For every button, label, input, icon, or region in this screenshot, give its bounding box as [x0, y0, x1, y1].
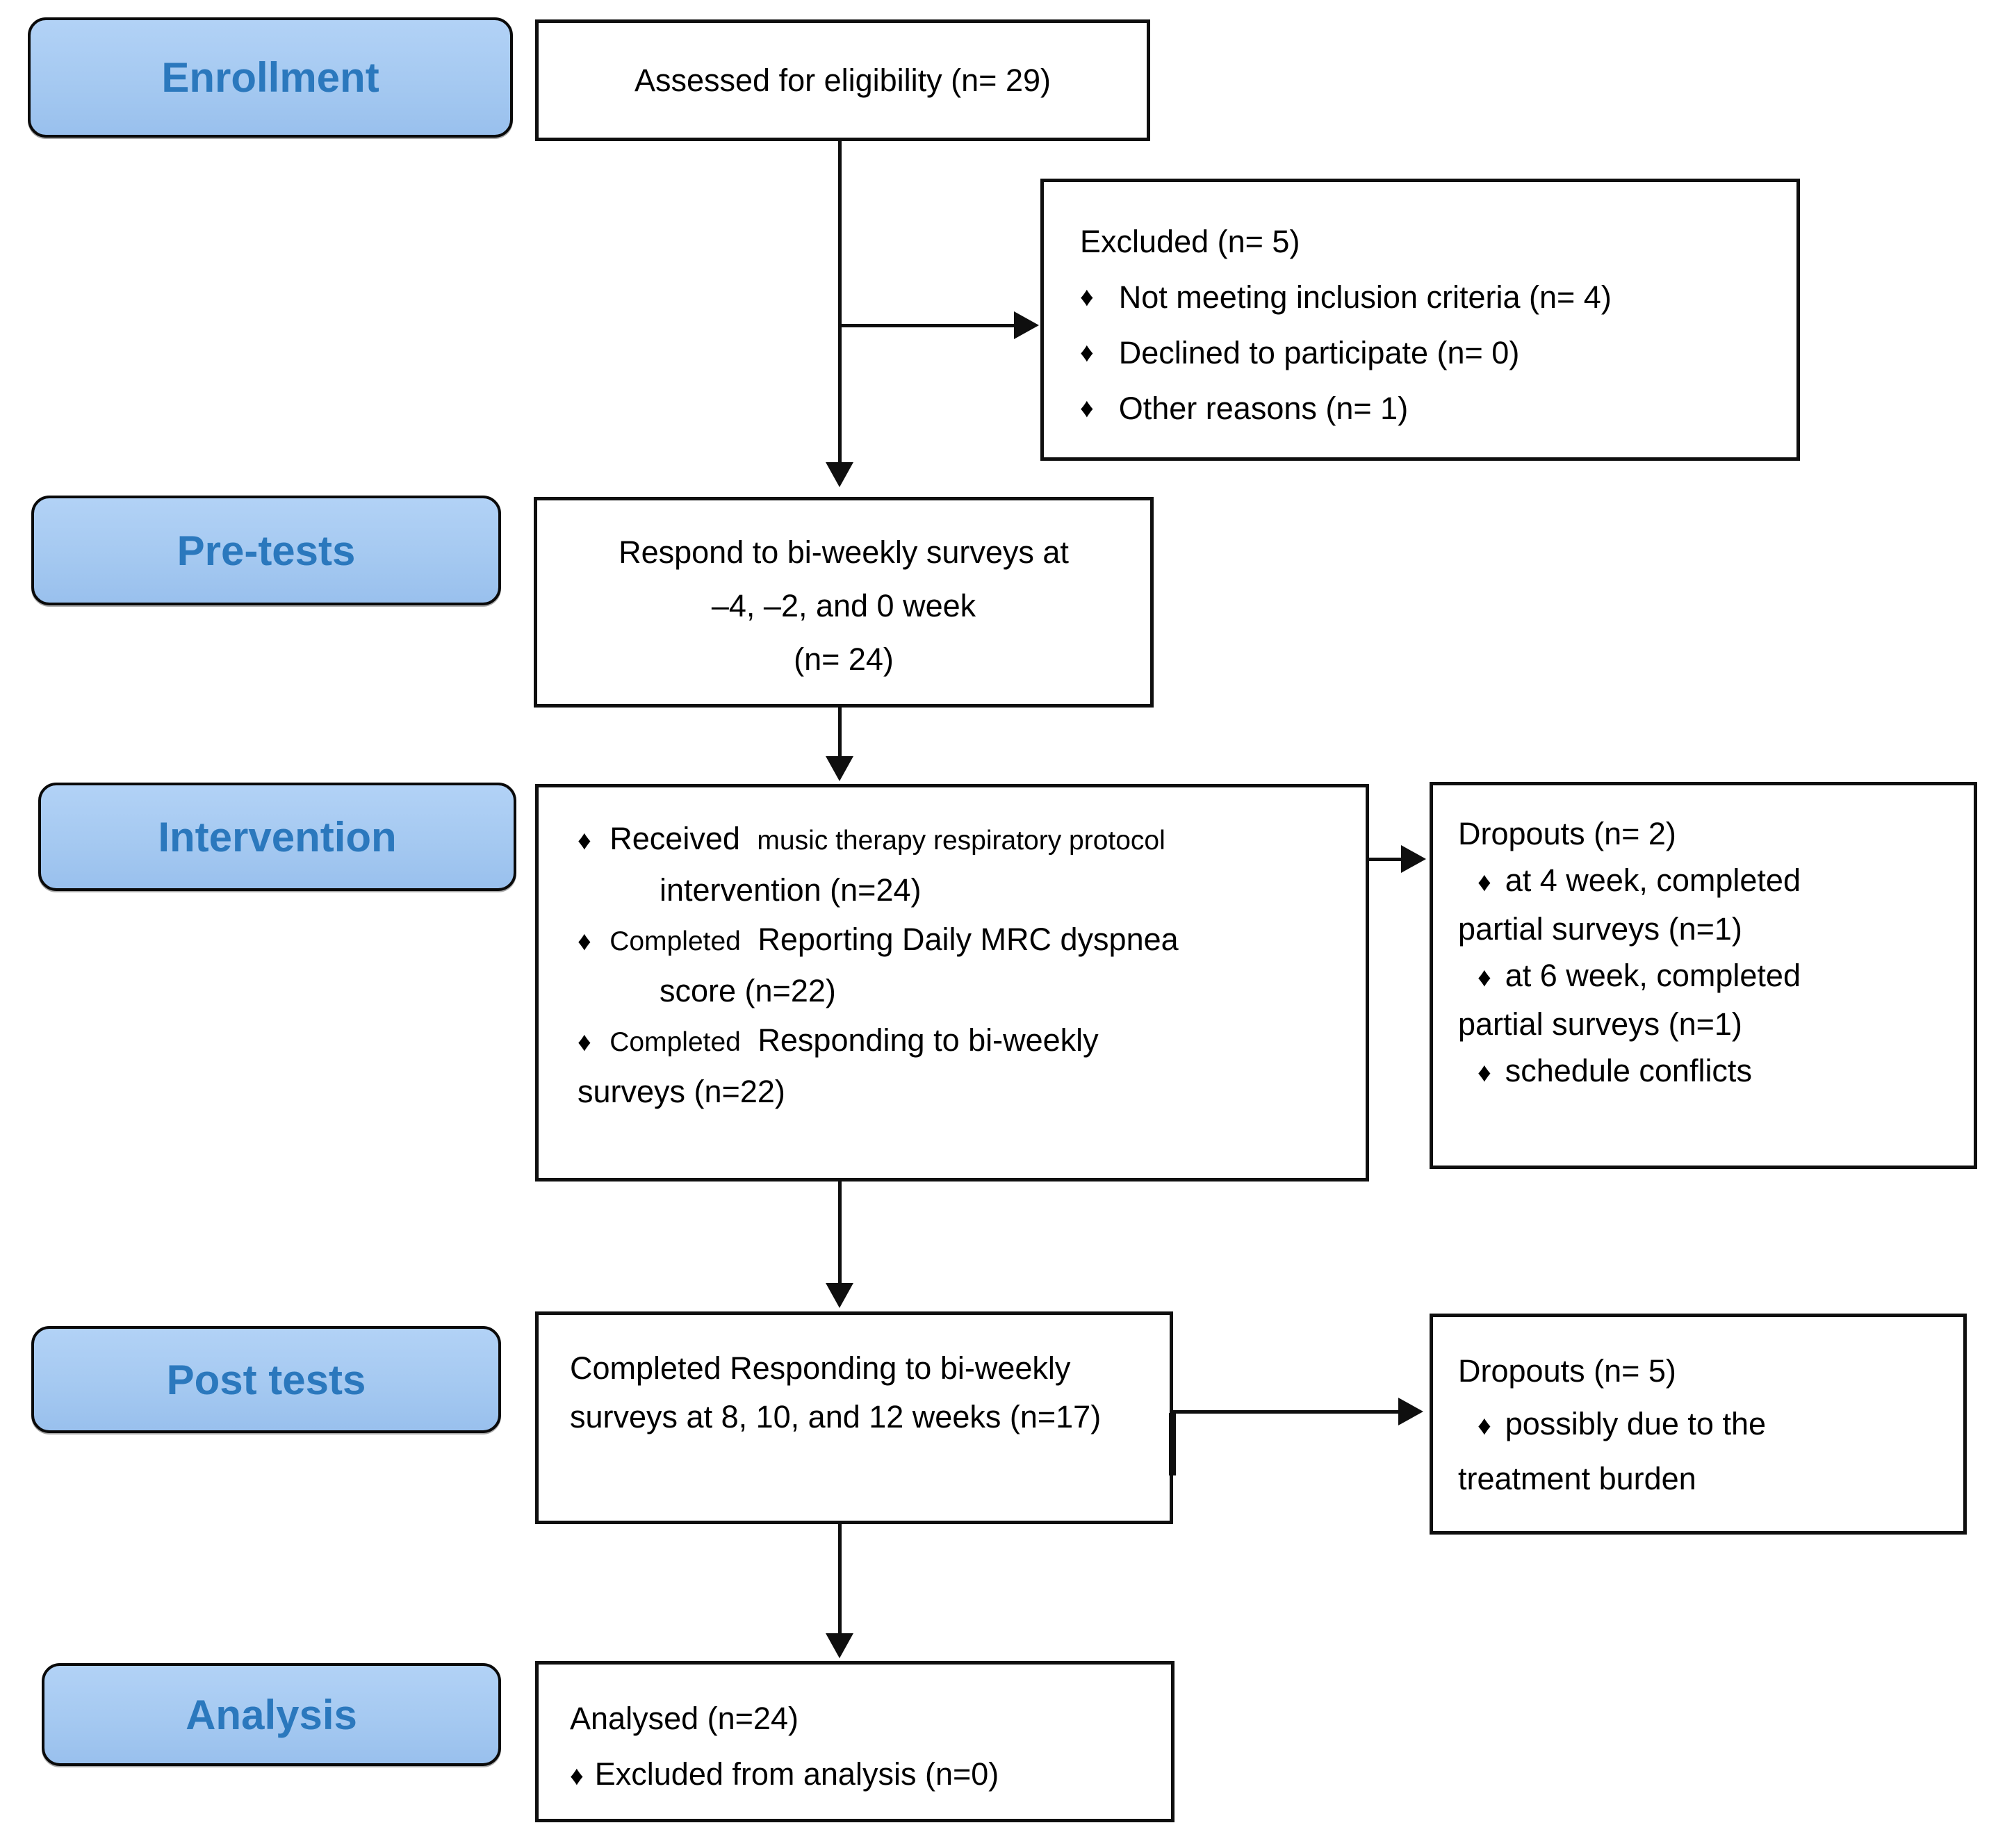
- diamond-bullet-icon: ♦: [578, 826, 591, 856]
- connector-tick: [1169, 1413, 1176, 1475]
- diamond-bullet-icon: ♦: [1478, 963, 1491, 992]
- analysis-bullet: ♦ Excluded from analysis (n=0): [570, 1747, 1157, 1804]
- posttests-box: Completed Responding to bi-weekly survey…: [535, 1311, 1173, 1524]
- arrow-intervention-to-posttests-head-icon: [826, 1283, 853, 1308]
- excluded-bullet-row: ♦ Declined to participate (n= 0): [1080, 325, 1777, 381]
- intervention-b3-line2: surveys (n=22): [578, 1074, 785, 1109]
- intervention-b2-seg2: Reporting Daily MRC dyspnea: [758, 922, 1179, 957]
- dropouts-posttests-title: Dropouts (n= 5): [1458, 1353, 1676, 1389]
- stage-label-enrollment: Enrollment: [28, 17, 513, 138]
- diamond-bullet-icon: ♦: [1080, 282, 1094, 312]
- arrow-branch-to-excluded-line: [840, 324, 1015, 327]
- excluded-box: Excluded (n= 5) ♦ Not meeting inclusion …: [1040, 179, 1800, 461]
- dropouts-intervention-bullet-text: at 4 week, completed partial surveys (n=…: [1458, 862, 1801, 947]
- excluded-bullet-row: ♦ Other reasons (n= 1): [1080, 381, 1777, 436]
- diamond-bullet-icon: ♦: [570, 1761, 584, 1791]
- stage-label-pretests-text: Pre-tests: [177, 527, 356, 574]
- stage-label-intervention-text: Intervention: [158, 813, 397, 860]
- intervention-b3-seg1: Completed: [609, 1027, 741, 1057]
- arrow-branch-to-excluded-head-icon: [1014, 311, 1039, 339]
- intervention-b1-line2: intervention (n=24): [660, 872, 922, 908]
- analysis-line1: Analysed (n=24): [570, 1701, 799, 1736]
- arrow-intervention-to-posttests-line: [838, 1181, 842, 1283]
- diamond-bullet-icon: ♦: [1080, 393, 1094, 423]
- dropouts-intervention-bullet-text: at 6 week, completed partial surveys (n=…: [1458, 958, 1801, 1042]
- dropouts-posttests-bullet-text: possibly due to the treatment burden: [1458, 1406, 1766, 1496]
- arrow-pretests-to-intervention-line: [838, 708, 842, 756]
- intervention-b1-seg1: Received: [609, 821, 740, 856]
- intervention-b2-line2: score (n=22): [660, 973, 836, 1008]
- stage-label-enrollment-text: Enrollment: [161, 54, 379, 101]
- stage-label-analysis: Analysis: [42, 1663, 501, 1766]
- dropouts-intervention-bullet: ♦at 4 week, completed partial surveys (n…: [1458, 857, 1869, 952]
- excluded-bullet-text: Declined to participate (n= 0): [1118, 335, 1520, 370]
- posttests-text: Completed Responding to bi-weekly survey…: [570, 1350, 1102, 1434]
- diamond-bullet-icon: ♦: [1478, 1411, 1491, 1441]
- stage-label-posttests: Post tests: [31, 1326, 501, 1433]
- excluded-bullet-text: Not meeting inclusion criteria (n= 4): [1118, 279, 1612, 315]
- arrow-assessed-to-pretests-head-icon: [826, 462, 853, 487]
- intervention-b2-seg1: Completed: [609, 926, 741, 956]
- stage-label-intervention: Intervention: [38, 783, 516, 891]
- intervention-b3-seg2: Responding to bi-weekly: [758, 1022, 1099, 1058]
- excluded-title: Excluded (n= 5): [1080, 224, 1300, 259]
- intervention-box: ♦ Received music therapy respiratory pro…: [535, 784, 1369, 1181]
- dropouts-posttests-bullet: ♦possibly due to the treatment burden: [1458, 1398, 1881, 1505]
- assessed-text: Assessed for eligibility (n= 29): [634, 62, 1051, 98]
- intervention-b1-seg2: music therapy respiratory protocol: [757, 826, 1165, 856]
- arrow-posttests-to-dropouts-line: [1173, 1410, 1400, 1414]
- diamond-bullet-icon: ♦: [1478, 1058, 1491, 1088]
- diamond-bullet-icon: ♦: [578, 926, 591, 956]
- diamond-bullet-icon: ♦: [578, 1027, 591, 1057]
- dropouts-intervention-box: Dropouts (n= 2) ♦at 4 week, completed pa…: [1430, 782, 1977, 1169]
- arrow-intervention-to-dropouts-head-icon: [1401, 845, 1426, 873]
- intervention-bullet-line: ♦ Received music therapy respiratory pro…: [578, 814, 1348, 865]
- arrow-posttests-to-dropouts-head-icon: [1398, 1398, 1423, 1425]
- intervention-bullet-line: ♦ Completed Responding to bi-weekly: [578, 1015, 1348, 1067]
- dropouts-posttests-box: Dropouts (n= 5) ♦possibly due to the tre…: [1430, 1314, 1967, 1535]
- stage-label-pretests: Pre-tests: [31, 496, 501, 605]
- arrow-intervention-to-dropouts-line: [1369, 858, 1402, 861]
- pretests-line: Respond to bi-weekly surveys at: [619, 534, 1069, 570]
- stage-label-analysis-text: Analysis: [186, 1691, 357, 1738]
- dropouts-intervention-bullet-text: schedule conflicts: [1505, 1053, 1752, 1088]
- dropouts-intervention-bullet: ♦at 6 week, completed partial surveys (n…: [1458, 952, 1869, 1047]
- diamond-bullet-icon: ♦: [1080, 338, 1094, 368]
- assessed-box: Assessed for eligibility (n= 29): [535, 19, 1150, 141]
- stage-label-posttests-text: Post tests: [166, 1356, 366, 1403]
- arrow-assessed-to-pretests-line: [838, 141, 842, 462]
- arrow-posttests-to-analysis-head-icon: [826, 1633, 853, 1658]
- pretests-box: Respond to bi-weekly surveys at –4, –2, …: [534, 497, 1154, 708]
- intervention-bullet-line: ♦ Completed Reporting Daily MRC dyspnea: [578, 915, 1348, 966]
- diamond-bullet-icon: ♦: [1478, 867, 1491, 897]
- excluded-bullet-row: ♦ Not meeting inclusion criteria (n= 4): [1080, 270, 1777, 325]
- arrow-pretests-to-intervention-head-icon: [826, 756, 853, 781]
- pretests-line: –4, –2, and 0 week: [711, 588, 976, 623]
- dropouts-intervention-title: Dropouts (n= 2): [1458, 816, 1676, 851]
- pretests-line: (n= 24): [794, 641, 894, 677]
- arrow-posttests-to-analysis-line: [838, 1524, 842, 1633]
- analysis-box: Analysed (n=24) ♦ Excluded from analysis …: [535, 1661, 1174, 1822]
- excluded-bullet-text: Other reasons (n= 1): [1118, 391, 1409, 426]
- analysis-bullet-text: Excluded from analysis (n=0): [594, 1756, 999, 1792]
- dropouts-intervention-bullet: ♦ schedule conflicts: [1458, 1047, 1869, 1096]
